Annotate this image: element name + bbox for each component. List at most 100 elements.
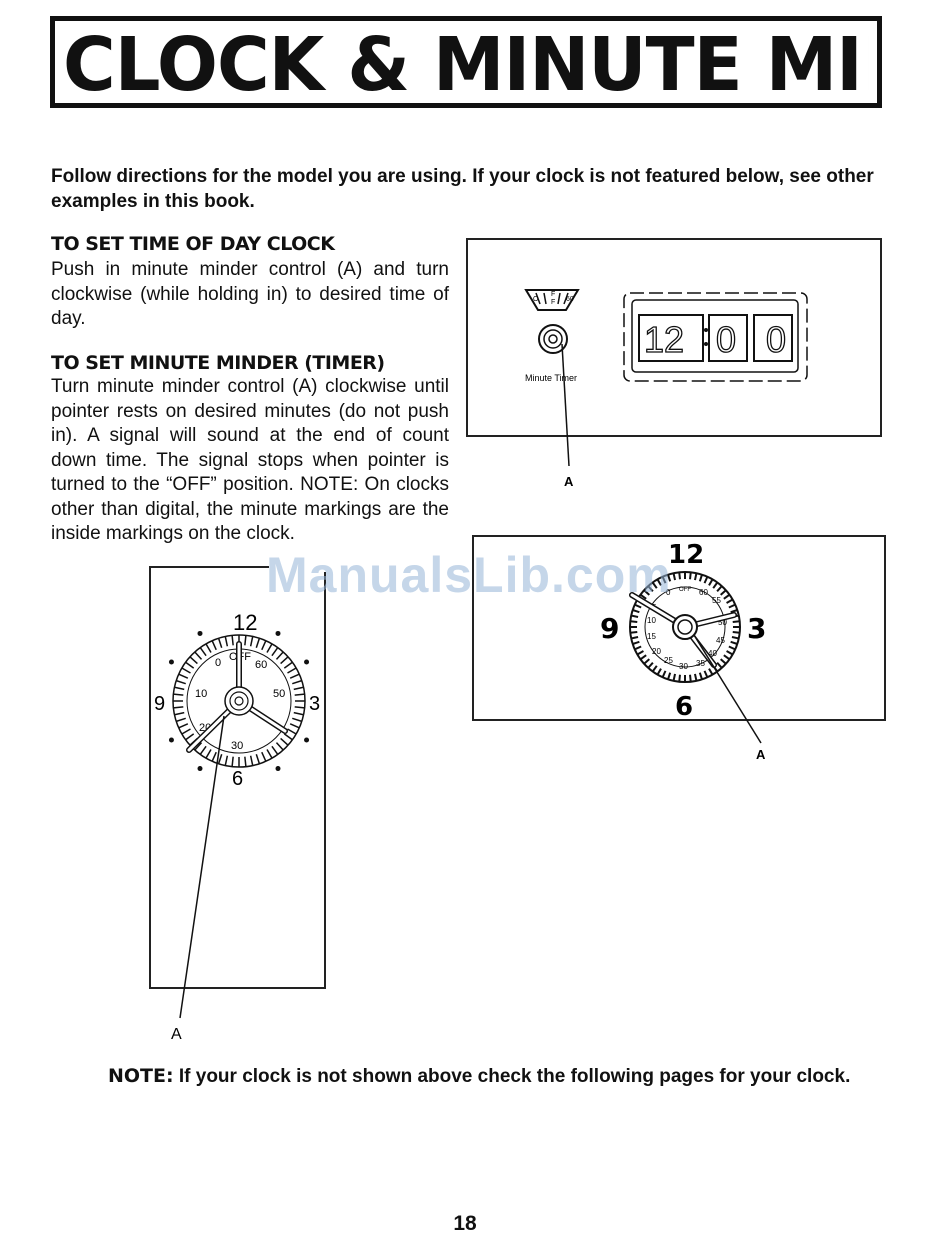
dial-tick (723, 593, 731, 600)
timer-knob-icon (538, 324, 568, 354)
dial-tick (211, 640, 217, 651)
dial-tick (287, 667, 297, 674)
dial-tick (194, 742, 203, 751)
dial-tick (224, 636, 229, 647)
dial-tick (211, 751, 217, 762)
title-box: CLOCK & MINUTE MINDER (50, 16, 882, 108)
dial-tick (630, 614, 639, 618)
dial-tick (639, 654, 647, 661)
minute-mark: 0 (215, 657, 221, 669)
dial-tick (656, 578, 662, 586)
minute-mark: 45 (716, 636, 725, 645)
footer-note: NOTE: If your clock is not shown above c… (108, 1064, 850, 1089)
section-heading-minute-minder: TO SET MINUTE MINDER (TIMER) (51, 352, 385, 374)
display-minutes: 00 (716, 319, 786, 360)
minute-mark: 60 (255, 659, 267, 671)
minute-mark: OFF (679, 587, 691, 593)
dial-tick (181, 728, 191, 735)
hour-9: 9 (154, 693, 165, 715)
hour-3: 3 (309, 693, 320, 715)
dial-tick (703, 670, 709, 678)
hour-dot (197, 630, 203, 636)
hour-dot (275, 630, 281, 636)
dial-label: Minute Timer (525, 373, 577, 383)
hour-12: 12 (233, 610, 257, 635)
dial-tick (271, 647, 279, 657)
display-housing (623, 292, 808, 382)
dial-tick (634, 645, 642, 651)
minute-mark: 30 (679, 662, 688, 671)
dial-tick (678, 572, 681, 580)
dial-tick (630, 620, 638, 623)
dial-tick (634, 603, 642, 609)
minute-mark: 55 (712, 596, 721, 605)
dial-tick (217, 637, 223, 648)
callout-a: A (756, 747, 766, 762)
figure-digital-clock-frame (466, 238, 882, 437)
minute-mark: 15 (647, 632, 656, 641)
dial-tick (293, 686, 304, 691)
minute-mark: 35 (696, 659, 705, 668)
dial-tick (720, 658, 727, 665)
dial-tick (732, 620, 740, 623)
dial-tick (194, 651, 203, 660)
dial-tick (261, 640, 267, 651)
dial-tick (173, 706, 184, 709)
dial-tick (730, 609, 738, 614)
dial-tick (275, 742, 284, 751)
section-body-minute-minder: Turn minute minder control (A) clockwise… (51, 376, 449, 544)
dial-tick (261, 751, 267, 762)
minute-mark: 20 (652, 647, 661, 656)
dial-tick (175, 717, 186, 723)
dial-mark: F (551, 299, 555, 306)
dial-tick (728, 645, 736, 651)
center-knob-icon (224, 686, 254, 716)
minute-mark: 0 (666, 588, 671, 597)
section-heading-time-of-day: TO SET TIME OF DAY CLOCK (51, 233, 335, 255)
dial-tick (730, 640, 738, 645)
dial-tick (723, 654, 731, 661)
dial-mark: O (533, 296, 539, 303)
hour-dot (168, 659, 174, 665)
dial-tick (708, 668, 714, 676)
dial-tick (205, 749, 212, 759)
dial-tick (647, 585, 654, 592)
dial-tick (224, 755, 229, 766)
dial-tick (280, 656, 289, 665)
dial-tick (630, 631, 638, 634)
hour-6: 6 (232, 768, 243, 790)
minute-mark: 30 (231, 740, 243, 752)
dial-tick (698, 574, 703, 582)
dial-tick (716, 585, 723, 592)
dial-tick (294, 706, 305, 709)
hour-9: 9 (600, 612, 619, 645)
hour-dot (168, 737, 174, 743)
dial-tick (249, 636, 254, 647)
dial-tick (287, 728, 297, 735)
dial-tick (174, 686, 185, 691)
dial-tick (289, 723, 300, 729)
dial-tick (712, 581, 719, 589)
dial-tick (656, 668, 662, 676)
dial-tick (703, 576, 709, 584)
minute-mark: 10 (195, 688, 207, 700)
dial-mark: F (551, 291, 555, 298)
dial-tick (292, 717, 303, 723)
dial-tick (716, 662, 723, 669)
dial-tick (643, 658, 650, 665)
dial-tick (708, 578, 714, 586)
hour-12: 12 (668, 540, 704, 570)
figure-digital-clock: O F F 60 Minute Timer A 12 00 (524, 289, 808, 489)
dial-tick (639, 593, 647, 600)
dial-tick (199, 745, 207, 755)
dial-tick (249, 755, 254, 766)
dial-tick (217, 754, 223, 765)
dial-tick (632, 609, 640, 614)
minute-mark: 40 (708, 649, 717, 658)
dial-tick (630, 636, 639, 640)
dial-scale-icon (524, 289, 580, 311)
dial-tick (694, 673, 698, 682)
dial-tick (647, 662, 654, 669)
dial-tick (275, 651, 284, 660)
dial-tick (689, 572, 692, 580)
